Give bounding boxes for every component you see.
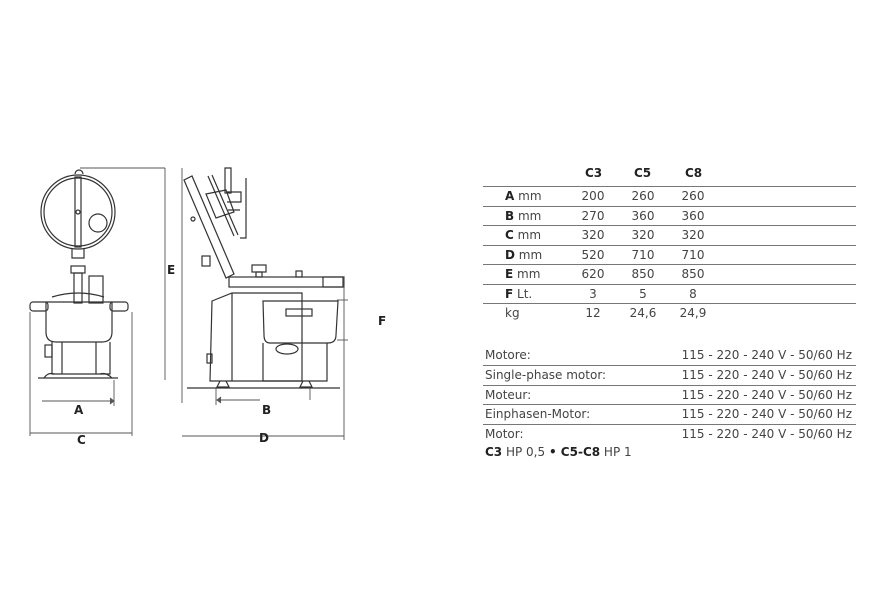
column-header-c8: C8 [685,166,703,180]
column-header-c5: C5 [634,166,652,180]
motor-value: 115 - 220 - 240 V - 50/60 Hz [681,367,852,382]
power-rating: C3 HP 0,5 • C5-C8 HP 1 [485,445,632,459]
dim-label-a: A [74,403,84,417]
model-c5-c8: C5-C8 [556,445,601,459]
motor-label: Single-phase motor: [485,367,607,382]
row-label: F Lt. [505,286,533,301]
cell-c8: 710 [681,247,705,262]
model-c3: C3 [485,445,503,459]
cell-c5: 24,6 [629,306,657,320]
bullet-separator: • [548,445,557,459]
cell-c8: 260 [681,189,705,203]
cell-c5: 5 [639,286,647,301]
spec-row-e: E mm 620 850 850 [483,264,856,284]
motor-row: Motor: 115 - 220 - 240 V - 50/60 Hz [483,424,856,444]
row-label: E mm [505,267,541,281]
motor-value: 115 - 220 - 240 V - 50/60 Hz [681,387,852,402]
cell-c8: 360 [681,208,705,223]
specs-table: C3 C5 C8 A mm 200 260 260 B mm 270 360 3… [483,160,856,323]
motor-label: Motore: [485,348,531,362]
dim-label-f: F [378,314,387,328]
motor-value: 115 - 220 - 240 V - 50/60 Hz [681,348,852,362]
cell-c3: 320 [581,228,605,242]
cell-c5: 360 [631,208,655,223]
column-header-c3: C3 [585,166,603,180]
motor-row: Single-phase motor: 115 - 220 - 240 V - … [483,364,856,385]
cell-c3: 620 [581,267,605,281]
cell-c8: 8 [689,286,697,301]
power-c5-c8: HP 1 [600,445,632,459]
dim-label-c: C [77,433,86,447]
cell-c8: 850 [681,267,705,281]
spec-row-a: A mm 200 260 260 [483,186,856,206]
spec-row-d: D mm 520 710 710 [483,244,856,265]
motor-label: Moteur: [485,387,532,402]
row-label: D mm [505,247,543,262]
motor-label: Motor: [485,427,524,442]
cell-c8: 24,9 [679,306,707,320]
dim-label-b: B [262,403,272,417]
row-label: C mm [505,228,542,242]
row-label: kg [505,306,520,320]
motor-label: Einphasen-Motor: [485,407,591,422]
dim-label-e: E [167,263,176,277]
cell-c5: 710 [631,247,655,262]
dim-label-d: D [259,431,269,445]
power-c3: HP 0,5 [502,445,549,459]
cell-c3: 520 [581,247,605,262]
cell-c3: 12 [585,306,601,320]
motor-value: 115 - 220 - 240 V - 50/60 Hz [681,407,852,422]
cell-c5: 260 [631,189,655,203]
motor-row: Moteur: 115 - 220 - 240 V - 50/60 Hz [483,384,856,405]
cell-c3: 270 [581,208,605,223]
cell-c3: 200 [581,189,605,203]
spec-row-c: C mm 320 320 320 [483,225,856,245]
cell-c5: 320 [631,228,655,242]
spec-row-kg: kg 12 24,6 24,9 [483,303,856,323]
cell-c5: 850 [631,267,655,281]
motor-table: Motore: 115 - 220 - 240 V - 50/60 Hz Sin… [483,346,856,444]
motor-value: 115 - 220 - 240 V - 50/60 Hz [681,427,852,442]
technical-drawing: A C E B D F [0,0,420,600]
row-label: B mm [505,208,542,223]
machine-diagram [29,167,348,440]
row-label: A mm [505,189,542,203]
specs-header-row: C3 C5 C8 [483,160,856,186]
motor-row: Einphasen-Motor: 115 - 220 - 240 V - 50/… [483,404,856,424]
motor-row: Motore: 115 - 220 - 240 V - 50/60 Hz [483,346,856,365]
spec-row-b: B mm 270 360 360 [483,205,856,226]
spec-row-f: F Lt. 3 5 8 [483,283,856,304]
cell-c3: 3 [589,286,597,301]
cell-c8: 320 [681,228,705,242]
